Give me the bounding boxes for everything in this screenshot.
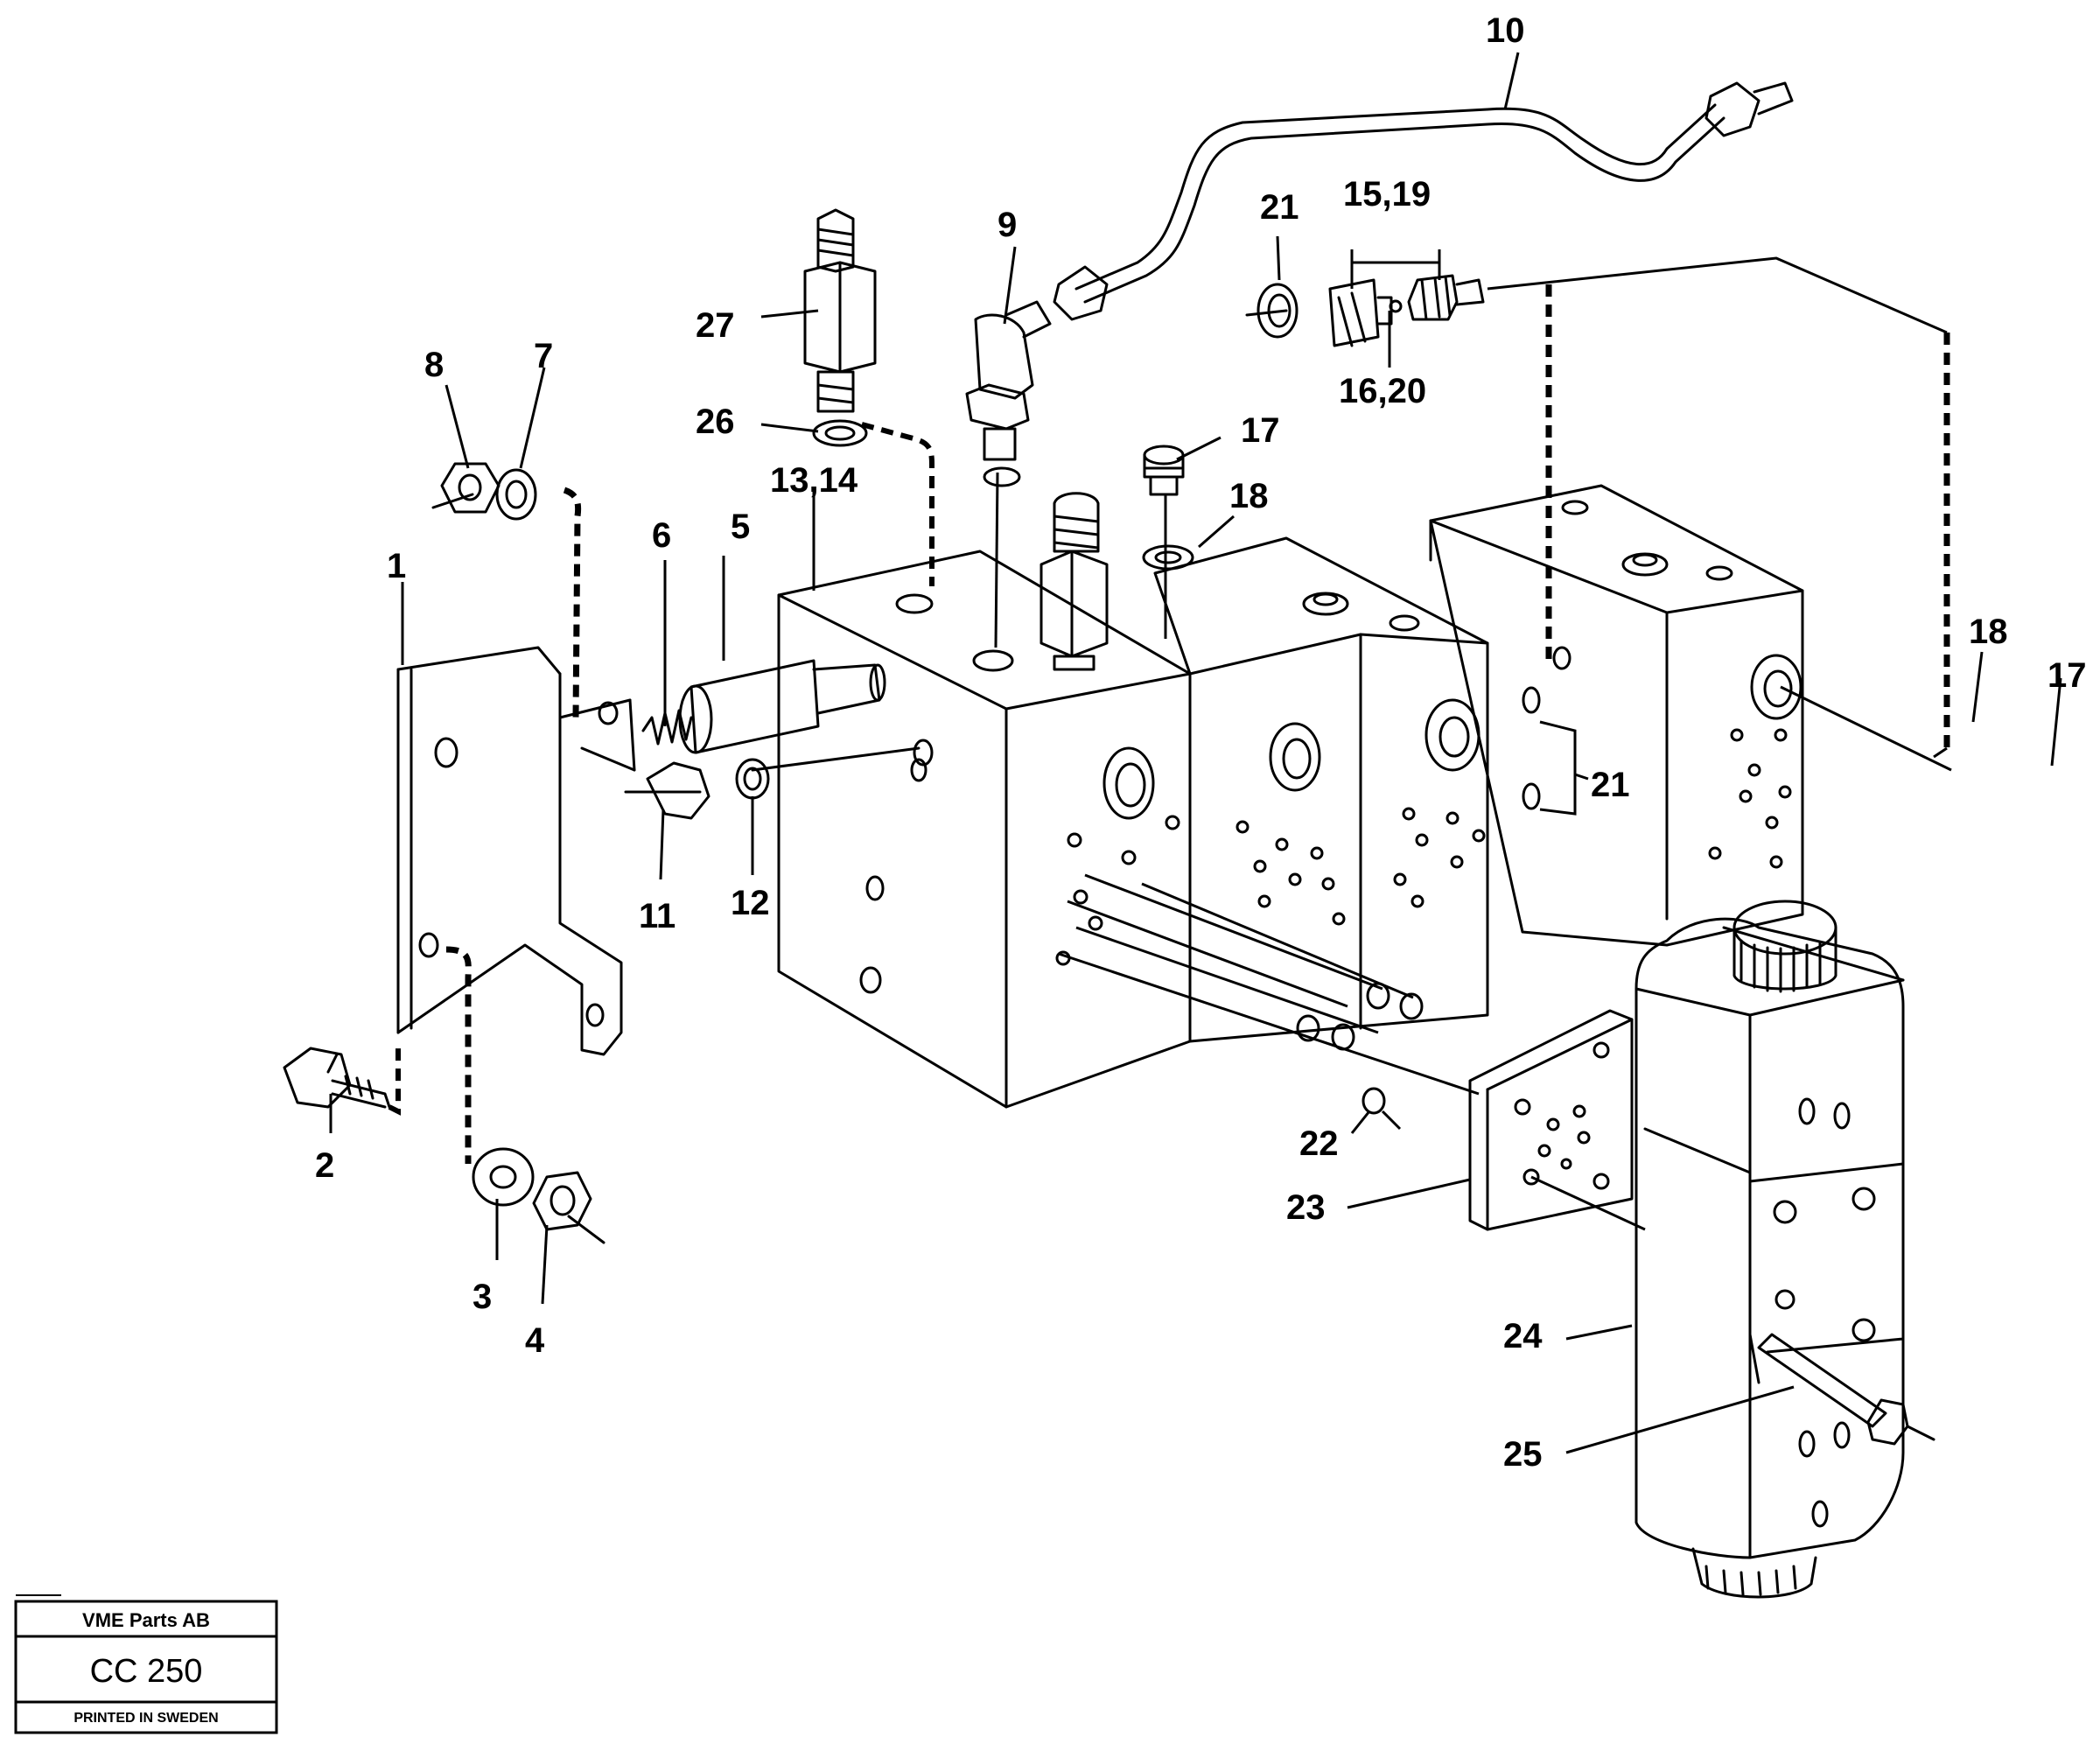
- screw-25: [1757, 1333, 1936, 1446]
- label-26: 26: [696, 403, 735, 441]
- screw-19: [1407, 274, 1485, 321]
- washer-18-top: [1142, 544, 1194, 571]
- printed-note: PRINTED IN SWEDEN: [74, 1711, 218, 1726]
- pipe-10: [1053, 81, 1794, 321]
- washer-21-top: [1245, 283, 1298, 339]
- label-2: 2: [315, 1146, 334, 1185]
- nut-4: [532, 1171, 606, 1244]
- center-fitting: [1040, 492, 1109, 671]
- label-1: 1: [387, 547, 406, 585]
- label-21-side: 21: [1591, 766, 1630, 804]
- label-4: 4: [525, 1321, 545, 1360]
- label-17-right: 17: [2048, 656, 2087, 695]
- label-9: 9: [998, 206, 1017, 244]
- label-17-top: 17: [1241, 411, 1280, 450]
- washer-26: [812, 419, 868, 447]
- orings-21: [1522, 686, 1541, 810]
- spring-6: [641, 709, 693, 746]
- valve-block-rear: [1429, 484, 1804, 947]
- label-27: 27: [696, 306, 735, 345]
- leader-lines: [329, 52, 2062, 1454]
- label-8: 8: [424, 346, 444, 384]
- label-10: 10: [1486, 11, 1525, 50]
- part-labels: 1 2 3 4 5 6 7 8 9 10 11 12 13,14 15,19 1…: [315, 11, 2087, 1474]
- drawing-code: CC 250: [90, 1653, 203, 1690]
- title-block: VME Parts AB CC 250 PRINTED IN SWEDEN: [14, 1594, 278, 1734]
- label-25: 25: [1503, 1435, 1543, 1474]
- washer-12: [735, 746, 920, 800]
- label-11: 11: [639, 897, 676, 935]
- plug-11: [624, 761, 710, 820]
- washer-3: [472, 1147, 535, 1207]
- fitting-27: [803, 208, 877, 413]
- label-18-right: 18: [1969, 613, 2008, 651]
- label-18-top: 18: [1229, 477, 1269, 515]
- valve-block-front: [777, 550, 1192, 1109]
- elbow-9: [965, 300, 1052, 487]
- label-15-19: 15,19: [1343, 175, 1431, 214]
- company-name: VME Parts AB: [82, 1609, 210, 1631]
- valve-block-middle: [1153, 536, 1489, 1043]
- label-5: 5: [731, 508, 750, 546]
- plug-17-top: [1143, 445, 1185, 496]
- label-12: 12: [731, 884, 770, 922]
- label-13-14: 13,14: [770, 461, 858, 500]
- label-16-20: 16,20: [1339, 372, 1426, 410]
- label-21-top: 21: [1260, 188, 1299, 227]
- screw-15: [1328, 278, 1393, 347]
- label-23: 23: [1286, 1188, 1326, 1227]
- fitting-5: [678, 659, 886, 754]
- ball-16: [1389, 299, 1403, 313]
- label-22: 22: [1299, 1124, 1339, 1163]
- bracket: [396, 646, 636, 1056]
- label-24: 24: [1503, 1317, 1543, 1355]
- label-6: 6: [652, 516, 671, 555]
- nut-8: [431, 462, 500, 514]
- plate-23: [1468, 1009, 1634, 1231]
- washer-7: [495, 468, 537, 521]
- bolt-2: [283, 1047, 391, 1109]
- solenoid-24: [1634, 900, 1905, 1599]
- label-3: 3: [472, 1278, 492, 1316]
- label-7: 7: [534, 337, 553, 375]
